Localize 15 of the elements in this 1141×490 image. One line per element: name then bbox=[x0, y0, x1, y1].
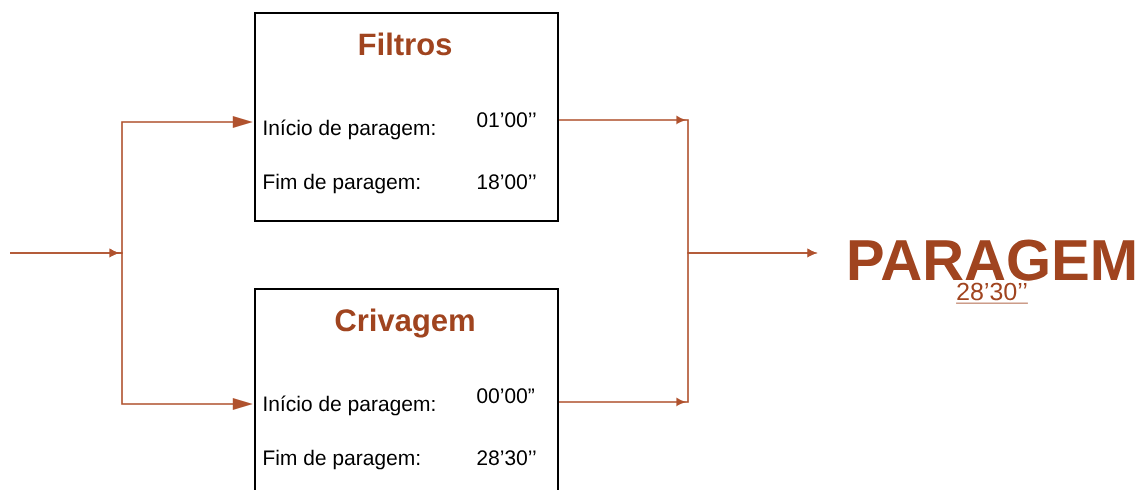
row-label: Fim de paragem: bbox=[264, 173, 420, 194]
result-label: PARAGEM 28’30’’ bbox=[849, 239, 1135, 304]
arrow bbox=[558, 249, 816, 406]
row-label: Início de paragem: bbox=[264, 119, 435, 140]
row-label: Fim de paragem: bbox=[264, 449, 420, 470]
box-title: Filtros bbox=[359, 32, 452, 56]
process-box bbox=[254, 288, 559, 490]
time-value: 00’00” bbox=[477, 388, 534, 404]
arrow bbox=[9, 249, 253, 410]
time-value: 18’00’’ bbox=[478, 174, 536, 190]
time-value: 28’30’’ bbox=[477, 450, 536, 466]
box-title: Crivagem bbox=[335, 308, 474, 338]
row-label: Início de paragem: bbox=[264, 395, 435, 416]
process-box bbox=[254, 12, 559, 222]
time-value: 01’00’’ bbox=[477, 112, 536, 128]
